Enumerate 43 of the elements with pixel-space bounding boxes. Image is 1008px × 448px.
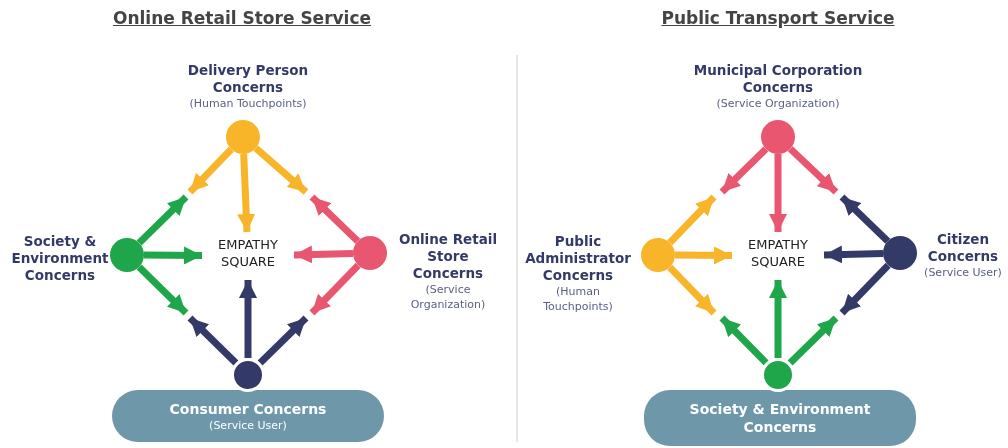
arrow: [674, 246, 733, 265]
arrow: [787, 146, 839, 195]
center-label: EMPATHY SQUARE: [736, 236, 820, 270]
arrow: [293, 245, 354, 264]
panel-title: Public Transport Service: [661, 8, 895, 28]
concern-heading: Online Retail Store Concerns: [397, 231, 499, 282]
arrow: [667, 264, 717, 316]
concern-heading: Citizen Concerns: [926, 231, 1000, 265]
concern-band: [112, 390, 384, 442]
concern-band: [644, 390, 916, 446]
concern-dot: [231, 358, 265, 392]
concern-subtitle: (Human Touchpoints): [188, 96, 308, 111]
band-subtitle: (Service User): [209, 417, 287, 433]
concern-heading: Public Administrator Concerns: [524, 233, 632, 284]
concern-subtitle: (Service Organization): [715, 96, 841, 111]
panel-title: Online Retail Store Service: [112, 8, 372, 28]
arrow: [136, 264, 189, 316]
arrow: [136, 194, 189, 246]
center-label: EMPATHY SQUARE: [206, 236, 290, 270]
arrow: [667, 194, 717, 246]
arrow: [839, 194, 891, 244]
arrow: [253, 145, 309, 195]
concern-heading: Delivery Person Concerns: [186, 62, 310, 96]
arrow: [839, 262, 891, 316]
concern-subtitle: (Human Touchpoints): [542, 284, 614, 314]
arrow: [309, 194, 361, 244]
concern-dot: [761, 358, 795, 392]
arrow: [237, 153, 256, 233]
concern-subtitle: (Service User): [923, 265, 1003, 280]
arrow: [823, 245, 884, 264]
band-title: Consumer Concerns: [169, 399, 327, 418]
arrow: [719, 146, 769, 195]
arrow: [309, 262, 361, 316]
concern-heading: Municipal Corporation Concerns: [692, 62, 864, 96]
arrow: [257, 315, 309, 366]
concern-heading: Society & Environment Concerns: [10, 233, 110, 284]
arrow: [143, 246, 203, 265]
band-title: Society & Environment Concerns: [688, 400, 872, 436]
concern-subtitle: (Service Organization): [409, 282, 487, 312]
arrow: [787, 315, 839, 366]
arrow: [187, 315, 239, 366]
arrow: [187, 146, 234, 195]
arrow: [719, 315, 769, 366]
